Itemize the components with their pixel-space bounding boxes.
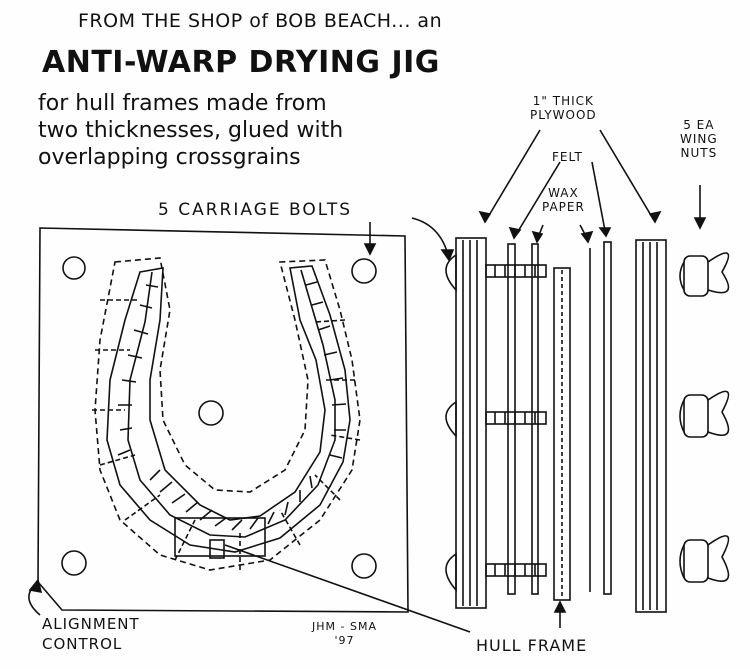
main-title: ANTI-WARP DRYING JIG <box>42 45 440 80</box>
hull-frame-plan <box>106 265 351 553</box>
leader-lines <box>28 129 707 633</box>
subtitle-line: two thicknesses, glued with <box>38 118 344 143</box>
carriage-bolt-heads <box>445 253 457 593</box>
wax-paper-label: WAX PAPER <box>542 186 585 214</box>
bolt-hole <box>351 258 377 284</box>
wax-paper-label-line1: WAX <box>548 186 579 200</box>
signature: JHM - SMA '97 <box>312 620 377 648</box>
bolt-hole <box>198 400 224 426</box>
hull-frame-side <box>553 267 571 601</box>
bolt-hole <box>62 256 86 280</box>
wax-paper-label-line2: PAPER <box>542 200 585 214</box>
wing-nut-icon <box>679 252 730 297</box>
header-line: FROM THE SHOP of BOB BEACH... an <box>78 10 443 32</box>
signature-line1: JHM - SMA <box>312 620 377 633</box>
felt-label: FELT <box>552 150 583 164</box>
alignment-label-line1: ALIGNMENT <box>42 615 140 633</box>
subtitle: for hull frames made from two thicknesse… <box>38 90 428 171</box>
plywood-panel-left <box>455 237 487 609</box>
carriage-bolts-label: 5 CARRIAGE BOLTS <box>158 200 353 220</box>
wing-nuts-label: 5 EA WING NUTS <box>680 118 718 160</box>
subtitle-line: for hull frames made from <box>38 91 327 116</box>
plywood-board-plan-view <box>37 227 409 613</box>
hull-frame-label: HULL FRAME <box>476 636 588 655</box>
wing-nuts-label-line1: 5 EA <box>683 118 715 132</box>
wing-nut-icon <box>679 535 730 583</box>
wing-nuts <box>679 252 730 583</box>
plywood-panel-right <box>635 239 667 613</box>
plywood-label-line2: PLYWOOD <box>530 108 597 122</box>
alignment-label-line2: CONTROL <box>42 635 123 653</box>
alignment-control-label: ALIGNMENT CONTROL <box>42 614 140 654</box>
bolt-hole <box>61 550 87 576</box>
subtitle-line: overlapping crossgrains <box>38 145 301 170</box>
bolt-hole <box>351 553 377 579</box>
plywood-label-line1: 1" THICK <box>532 94 594 108</box>
carriage-bolts <box>485 264 547 577</box>
felt-and-wax-sheets <box>507 241 612 595</box>
plywood-label: 1" THICK PLYWOOD <box>530 94 597 122</box>
wing-nut-icon <box>679 390 730 438</box>
wing-nuts-label-line2: WING <box>680 132 718 146</box>
alignment-outline-dashed <box>92 257 361 571</box>
wing-nuts-label-line3: NUTS <box>680 146 718 160</box>
signature-line2: '97 <box>334 634 355 647</box>
bolt-holes <box>61 256 377 579</box>
